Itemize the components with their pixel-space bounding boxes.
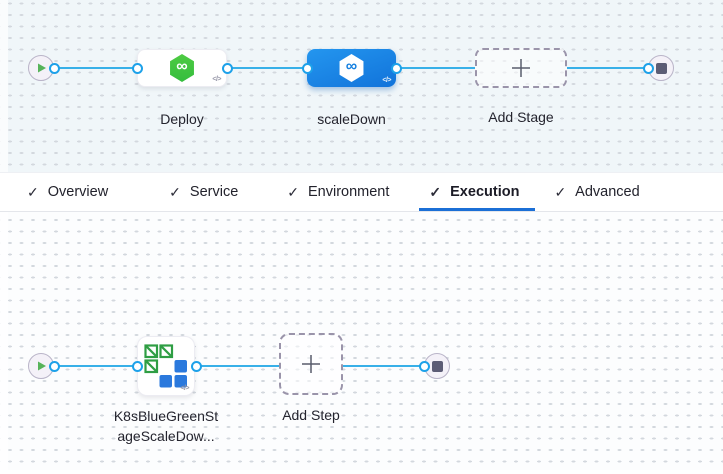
port — [190, 360, 202, 372]
step-label: K8sBlueGreenSt ageScaleDow... — [96, 406, 236, 446]
step-label-line1: K8sBlueGreenSt — [113, 408, 219, 424]
tab-label: Service — [189, 184, 239, 200]
tab-overview[interactable]: ✓ Overview — [27, 173, 108, 211]
tab-advanced[interactable]: ✓ Advanced — [554, 173, 639, 211]
edge-scaledown-addstage — [396, 66, 475, 70]
code-badge-icon: </> — [382, 77, 391, 84]
code-badge-icon: </> — [212, 76, 221, 83]
check-icon: ✓ — [429, 183, 442, 200]
stop-icon — [655, 62, 667, 74]
tab-service[interactable]: ✓ Service — [169, 173, 238, 211]
stop-icon — [431, 360, 443, 372]
check-icon: ✓ — [27, 183, 39, 200]
stage-card-deploy[interactable]: ∞ </> — [137, 49, 227, 87]
edge-addstep-end — [343, 364, 424, 368]
port — [301, 62, 313, 74]
port — [131, 62, 143, 74]
add-stage-button[interactable] — [475, 48, 567, 88]
tab-label: Advanced — [575, 184, 640, 200]
edge-step-addstep — [196, 364, 279, 368]
k8s-blue-green-scale-down-icon — [144, 344, 187, 388]
stage-label-scaledown: scaleDown — [317, 111, 386, 127]
plus-icon — [512, 59, 530, 77]
port — [48, 62, 60, 74]
port — [48, 360, 60, 372]
port — [418, 360, 430, 372]
tab-execution[interactable]: ✓ Execution — [419, 173, 536, 211]
stage-label-deploy: Deploy — [160, 111, 204, 127]
step-label-line2: ageScaleDow... — [117, 428, 215, 444]
port — [642, 62, 654, 74]
check-icon: ✓ — [169, 183, 181, 200]
port — [221, 62, 233, 74]
play-icon — [37, 63, 46, 73]
stage-graph-canvas: ∞ </> ∞ </> Deploy scaleDown Add Stage — [0, 0, 723, 172]
harness-cd-hexagon-icon: ∞ — [339, 54, 364, 82]
add-step-label: Add Step — [282, 407, 340, 423]
edge-deploy-scaledown — [227, 66, 307, 70]
tab-label: Environment — [308, 184, 390, 200]
port — [131, 360, 143, 372]
plus-icon — [302, 355, 320, 373]
edge-start-step — [54, 364, 137, 368]
stage-config-tabbar: ✓ Overview ✓ Service ✓ Environment ✓ Exe… — [0, 172, 723, 212]
add-step-button[interactable] — [279, 333, 343, 395]
tab-environment[interactable]: ✓ Environment — [287, 173, 389, 211]
tab-label: Overview — [47, 184, 109, 200]
play-icon — [37, 361, 46, 371]
step-card-k8s-scale-down[interactable]: </> — [137, 336, 195, 396]
stage-card-scaledown[interactable]: ∞ </> — [307, 49, 396, 87]
tab-label: Execution — [450, 184, 520, 200]
code-badge-icon: </> — [180, 385, 189, 392]
execution-graph-canvas: </> K8sBlueGreenSt ageScaleDow... Add St… — [0, 212, 723, 474]
harness-cd-hexagon-icon: ∞ — [170, 54, 194, 82]
check-icon: ✓ — [554, 183, 567, 200]
edge-start-deploy — [54, 66, 137, 70]
check-icon: ✓ — [287, 183, 299, 200]
port — [390, 62, 402, 74]
edge-addstage-end — [567, 66, 648, 70]
add-stage-label: Add Stage — [488, 109, 554, 125]
